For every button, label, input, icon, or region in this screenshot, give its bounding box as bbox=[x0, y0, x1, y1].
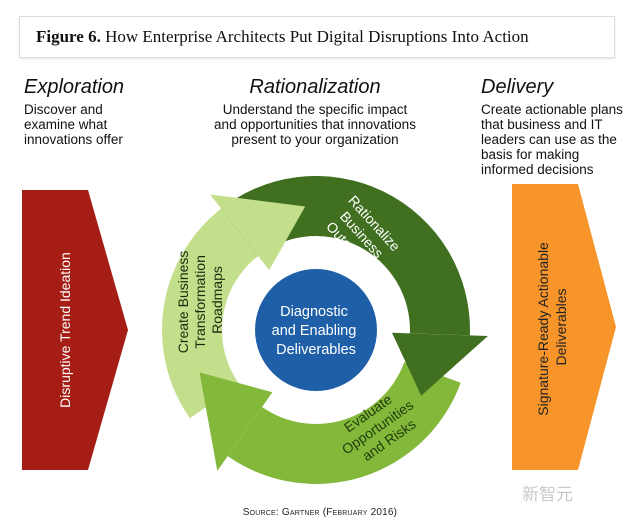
exploration-arrow bbox=[22, 190, 128, 470]
phase-rationalization-title: Rationalization bbox=[249, 76, 381, 98]
segment-create-body bbox=[162, 208, 259, 419]
segment-rationalize-arrowhead bbox=[392, 332, 488, 396]
segment-evaluate-arrowhead bbox=[199, 372, 273, 471]
watermark: 新智元 bbox=[522, 485, 573, 504]
segment-evaluate-body bbox=[227, 362, 461, 484]
phase-exploration-title: Exploration bbox=[24, 76, 125, 98]
source-note: Source: Gartner (February 2016) bbox=[242, 507, 398, 518]
exploration-arrow-label: Disruptive Trend Ideation bbox=[57, 252, 73, 408]
segment-label-create: Create Business Transformation Roadmaps bbox=[175, 247, 225, 354]
center-label: Diagnostic and Enabling Deliverables bbox=[272, 304, 361, 358]
delivery-arrow-label: Signature-Ready Actionable Deliverables bbox=[535, 238, 569, 415]
delivery-arrow bbox=[512, 184, 616, 470]
center-circle bbox=[255, 269, 377, 391]
figure-title-box: Figure 6. How Enterprise Architects Put … bbox=[19, 16, 615, 58]
figure-title: Figure 6. How Enterprise Architects Put … bbox=[36, 27, 529, 46]
phase-delivery-title: Delivery bbox=[481, 76, 554, 98]
segment-create-arrowhead bbox=[210, 194, 306, 271]
cycle-ring bbox=[162, 175, 488, 484]
